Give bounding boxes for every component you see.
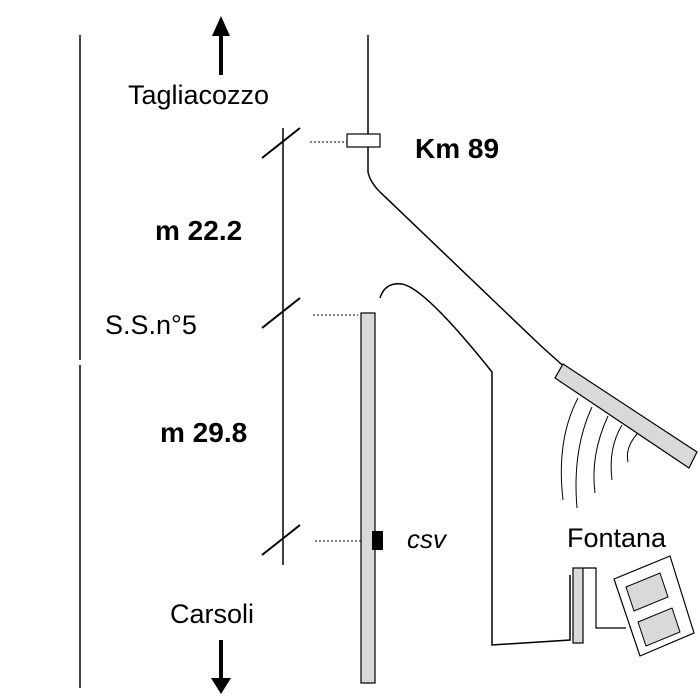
csv-marker-icon [372,531,383,550]
fountain-pipe [583,567,626,629]
south-destination-label: Carsoli [170,599,254,629]
fontana-label: Fontana [567,523,667,553]
fountain-post [572,567,584,644]
csv-label: csv [407,524,448,554]
tick-mark-icon [261,127,301,159]
access-path [379,283,571,646]
distance-lower-label: m 29.8 [160,417,247,448]
fountain-basin [613,555,695,657]
inclined-panel [554,363,698,469]
wall-panel [360,312,376,684]
km-post-icon [346,133,381,148]
arrow-down-icon [211,640,231,694]
distance-upper-label: m 22.2 [155,215,242,246]
arrow-up-icon [212,16,230,75]
tick-mark-icon [261,524,301,556]
km-marker-label: Km 89 [415,133,499,164]
north-destination-label: Tagliacozzo [128,80,269,110]
flow-arcs [560,397,638,509]
road-label: S.S.n°5 [105,310,197,340]
branch-road [367,171,571,373]
tick-mark-icon [261,297,301,329]
